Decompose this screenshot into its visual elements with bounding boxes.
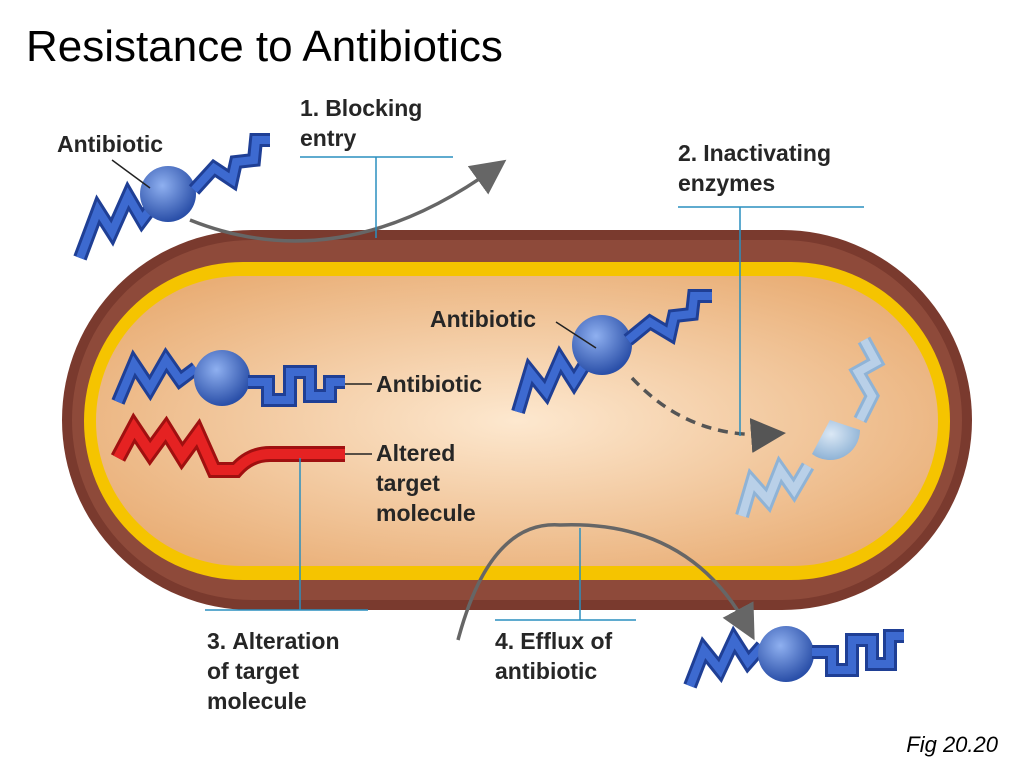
mechanism-2-line2: enzymes [678,170,775,196]
svg-text:2.Inactivating: 2.Inactivating [678,140,831,166]
mechanism-3-label: 3.Alteration of target molecule [207,628,340,714]
label-altered-target-2: target [376,470,440,496]
svg-text:4.Efflux of: 4.Efflux of [495,628,613,654]
mechanism-3-line3: molecule [207,688,307,714]
mechanism-2-number: 2. [678,140,697,166]
leader-lines [205,156,864,621]
antibiotic-outside [73,133,270,261]
altered-target-molecule [110,412,345,478]
mechanism-3-line1: Alteration [232,628,339,654]
mechanism-1-label: 1.Blocking entry [300,95,422,151]
svg-text:1.Blocking: 1.Blocking [300,95,422,121]
callout-lines [111,159,597,455]
blocking-entry-arrow [189,159,507,243]
mechanism-1-line1: Blocking [325,95,422,121]
efflux-arrow [456,523,755,641]
mechanism-1-line2: entry [300,125,356,151]
cytoplasm [96,276,938,566]
mechanism-3-number: 3. [207,628,226,654]
antibiotic-inside [511,289,712,415]
label-altered-target-3: molecule [376,500,476,526]
mechanism-1-number: 1. [300,95,319,121]
mechanism-3-line2: of target [207,658,299,684]
mechanism-4-line2: antibiotic [495,658,597,684]
figure-caption: Fig 20.20 [906,732,998,757]
label-altered-target-1: Altered [376,440,455,466]
label-antibiotic-outside: Antibiotic [57,131,163,157]
label-antibiotic-bound: Antibiotic [376,371,482,397]
antibiotic-bound [111,346,345,407]
mechanism-4-number: 4. [495,628,514,654]
inactivation-arrow [630,376,786,453]
slide-title: Resistance to Antibiotics [26,22,503,71]
svg-text:3.Alteration: 3.Alteration [207,628,340,654]
mechanism-4-line1: Efflux of [520,628,612,654]
mechanism-4-label: 4.Efflux of antibiotic [495,628,613,684]
antibiotic-effluxed [683,625,904,689]
mechanism-2-label: 2.Inactivating enzymes [678,140,831,196]
antibiotic-core [140,166,196,222]
inactivated-antibiotic [735,336,886,518]
mechanism-2-line1: Inactivating [703,140,831,166]
label-antibiotic-inside: Antibiotic [430,306,536,332]
